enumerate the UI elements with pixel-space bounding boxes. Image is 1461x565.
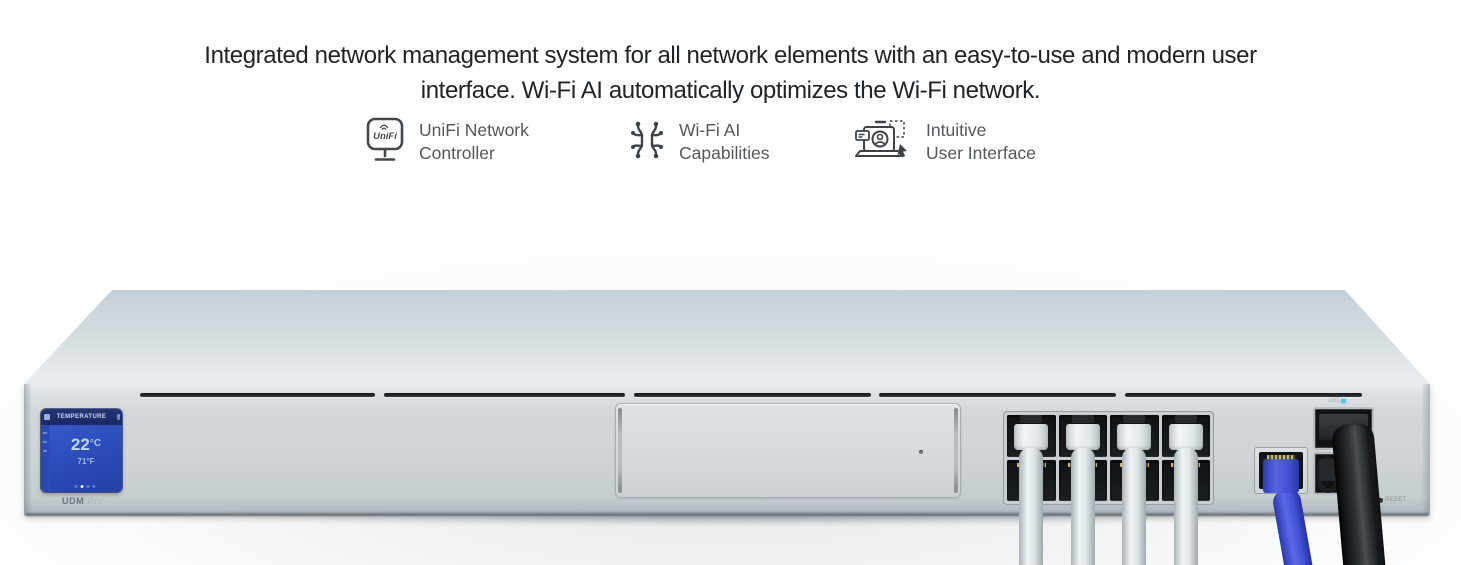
vent-slot: [634, 393, 871, 397]
temperature-fahrenheit: 71°F: [77, 457, 95, 466]
temperature-value: 22: [70, 435, 90, 454]
feature-label-line-1: Intuitive: [926, 119, 987, 140]
sfp-led-light: [1341, 399, 1347, 403]
model-variant: Pro: [87, 496, 104, 506]
reset-label: RESET: [1385, 497, 1407, 503]
cable-plug: [1014, 424, 1048, 450]
feature-label-line-2: User Interface: [926, 143, 1036, 163]
lcd-display: TEMPERATURE 22°C 71°F: [41, 409, 122, 492]
lcd-corner-icon: [117, 414, 120, 420]
model-label: UDM Pro: [62, 496, 103, 506]
cable-cord: [1174, 448, 1198, 565]
lcd-header-bar: TEMPERATURE: [41, 409, 122, 425]
drive-bay-panel: [615, 403, 961, 498]
cable-latch: [1020, 415, 1042, 423]
cable-cord: [1019, 448, 1043, 565]
cable-latch: [1123, 415, 1145, 423]
feature-unifi-network-controller: UniFi UniFi Network Controller: [365, 115, 529, 169]
lcd-temperature-readout: 22°C 71°F: [50, 435, 122, 466]
cable-cord: [1071, 448, 1095, 565]
feature-label-line-1: UniFi Network: [419, 119, 529, 140]
white-ethernet-cable: [1065, 415, 1101, 565]
headline-line-2: interface. Wi-Fi AI automatically optimi…: [420, 77, 1041, 104]
page-dot: [92, 485, 96, 488]
intuitive-user-interface-icon: [854, 119, 912, 166]
cable-latch: [1072, 415, 1094, 423]
lcd-sidebar: [41, 425, 50, 492]
sfp-led-indicator: 10G: [1328, 398, 1347, 404]
sfp-led-label: 10G: [1328, 398, 1340, 404]
cable-plug: [1117, 424, 1151, 450]
lcd-menu-icon: [44, 414, 50, 420]
vent-slot: [879, 393, 1116, 397]
cursor-arrow-icon: [897, 143, 907, 157]
cable-plug: [1169, 424, 1203, 450]
headline-line-1: Integrated network management system for…: [204, 42, 1257, 69]
feature-label: Intuitive User Interface: [926, 119, 1036, 166]
cable-latch: [1175, 415, 1197, 423]
device-drop-shadow: [30, 514, 1428, 530]
temperature-unit: °C: [89, 438, 102, 449]
drive-bay-hole: [919, 450, 923, 454]
unifi-network-controller-icon: UniFi: [365, 116, 405, 169]
cable-cord: [1122, 448, 1146, 565]
white-ethernet-cable: [1013, 415, 1049, 565]
vent-slot: [140, 393, 375, 397]
cable-plug: [1066, 424, 1100, 450]
white-ethernet-cable: [1116, 415, 1152, 565]
feature-label: UniFi Network Controller: [419, 119, 529, 166]
reset-button-group: RESET: [1378, 497, 1407, 503]
feature-intuitive-user-interface: Intuitive User Interface: [854, 115, 1036, 169]
lcd-screen-title: TEMPERATURE: [56, 414, 107, 420]
feature-wifi-ai-capabilities: Wi-Fi AI Capabilities: [629, 115, 769, 169]
feature-label: Wi-Fi AI Capabilities: [679, 119, 769, 166]
feature-label-line-2: Capabilities: [679, 143, 770, 163]
lcd-pagination-dots: [74, 485, 96, 488]
device-left-bevel: [24, 384, 32, 516]
reset-button: [1378, 497, 1383, 503]
model-name: UDM: [62, 496, 85, 506]
blue-cable-plug: [1263, 459, 1299, 493]
white-ethernet-cable: [1168, 415, 1204, 565]
page-dot-active: [80, 485, 84, 488]
feature-label-line-1: Wi-Fi AI: [679, 119, 741, 140]
feature-label-line-2: Controller: [419, 143, 495, 163]
device-right-bevel: [1421, 384, 1430, 516]
vent-slot: [1125, 393, 1362, 397]
device-top-face: [24, 290, 1430, 384]
page-dot: [74, 485, 78, 488]
page-dot: [86, 485, 90, 488]
wifi-ai-icon: [629, 119, 665, 166]
vent-slot: [384, 393, 625, 397]
unifi-logo-text: UniFi: [373, 131, 397, 142]
hero-headline: Integrated network management system for…: [0, 38, 1461, 108]
